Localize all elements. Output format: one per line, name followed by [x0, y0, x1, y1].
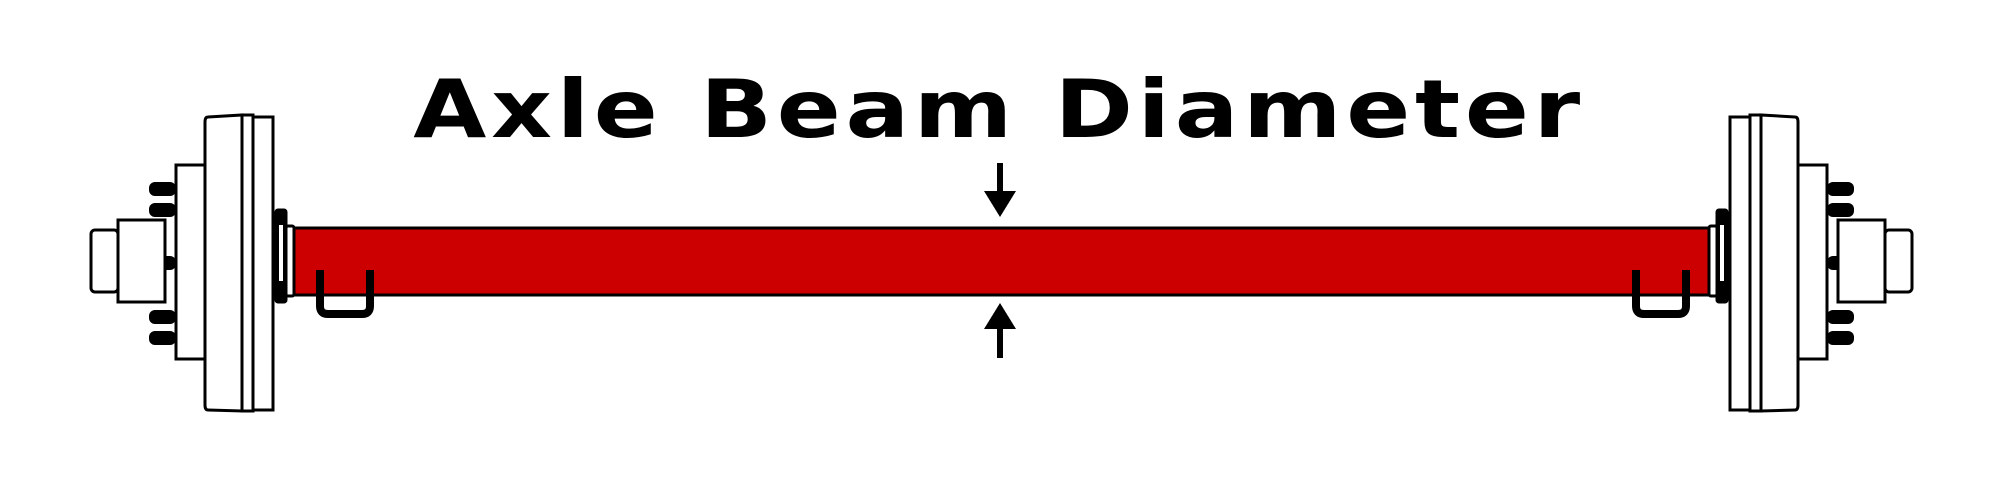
right-u-bolt-seat: [1632, 270, 1690, 318]
right-hub-drum: [1707, 113, 1914, 413]
left-hub-drum: [89, 113, 296, 413]
arrow-up-icon: [984, 303, 1016, 358]
left-u-bolt-seat: [316, 270, 374, 318]
diagram-title: Axle Beam Diameter: [413, 63, 1585, 156]
arrow-down-icon: [984, 163, 1016, 217]
axle-beam: [290, 226, 1712, 297]
